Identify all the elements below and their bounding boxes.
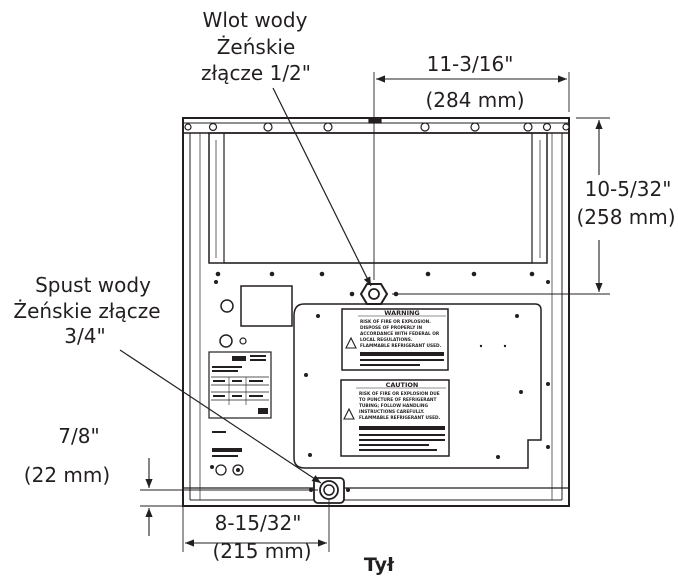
water-inlet-callout: Wlot wody Żeńskie złącze 1/2" [201, 8, 372, 287]
access-cover [293, 303, 542, 469]
water-drain-label-line3: 3/4" [64, 324, 105, 348]
warning-label-line: DISPOSE OF PROPERLY IN [360, 325, 422, 331]
top-screws [184, 117, 570, 132]
caution-label-title: CAUTION [386, 381, 419, 389]
water-drain-leader [119, 349, 322, 484]
water-inlet-label-line3: złącze 1/2" [201, 61, 311, 85]
dimension-right-height: 10-5/32" (258 mm) [392, 117, 676, 295]
bottom-connectors [215, 464, 244, 476]
caution-label-line: INSTRUCTIONS CAREFULLY. [359, 409, 425, 415]
warning-label-line: FLAMMABLE REFRIGERANT USED. [360, 343, 442, 349]
water-drain-fitting [309, 477, 350, 504]
dimension-bottom-height-metric: (22 mm) [24, 463, 110, 487]
dimension-bottom-width-metric: (215 mm) [212, 539, 311, 563]
warning-label-line: RISK OF FIRE OR EXPLOSION. [360, 319, 431, 325]
view-caption: Tył [364, 554, 395, 576]
warning-label-line: LOCAL REGULATIONS. [360, 337, 413, 343]
dimension-top-width-imperial: 11-3/16" [427, 52, 514, 76]
hazard-triangle-icon [343, 407, 355, 420]
warning-label-title: WARNING [384, 309, 420, 317]
upper-grille-panel [208, 132, 548, 264]
warning-label: WARNING RISK OF FIRE OR EXPLOSION. DISPO… [341, 308, 449, 371]
dimension-bottom-height-imperial: 7/8" [58, 424, 99, 448]
data-plate [208, 351, 272, 457]
dimension-right-height-imperial: 10-5/32" [585, 177, 672, 201]
water-inlet-fitting [359, 283, 389, 305]
water-inlet-label-line2: Żeńskie [217, 35, 296, 59]
dimension-bottom-height: 7/8" (22 mm) [24, 424, 318, 536]
caution-label-line: TO PUNCTURE OF REFRIGERANT [359, 397, 436, 403]
caution-label-line: RISK OF FIRE OR EXPLOSION DUE [359, 391, 440, 397]
panel-rivets [215, 271, 535, 297]
dimension-bottom-width-imperial: 8-15/32" [215, 511, 302, 535]
dimension-right-height-metric: (258 mm) [576, 205, 675, 229]
caution-label-line: FLAMMABLE REFRIGERANT USED. [359, 415, 441, 421]
warning-label-line: ACCORDANCE WITH FEDERAL OR [360, 331, 440, 337]
dimension-bottom-width: 8-15/32" (215 mm) [182, 500, 330, 563]
water-inlet-label-line1: Wlot wody [203, 8, 308, 32]
water-drain-label-line2: Żeńskie złącze [13, 299, 160, 323]
water-inlet-leader [272, 87, 372, 287]
hazard-triangle-icon [345, 336, 357, 349]
dimension-top-width-metric: (284 mm) [425, 88, 524, 112]
water-drain-callout: Spust wody Żeńskie złącze 3/4" [13, 273, 322, 484]
dimension-top-width: 11-3/16" (284 mm) [373, 52, 570, 280]
caution-label: CAUTION RISK OF FIRE OR EXPLOSION DUE TO… [340, 379, 450, 457]
caution-label-line: TUBING; FOLLOW HANDLING [359, 403, 428, 409]
left-components [210, 280, 550, 469]
water-drain-label-line1: Spust wody [35, 273, 151, 297]
